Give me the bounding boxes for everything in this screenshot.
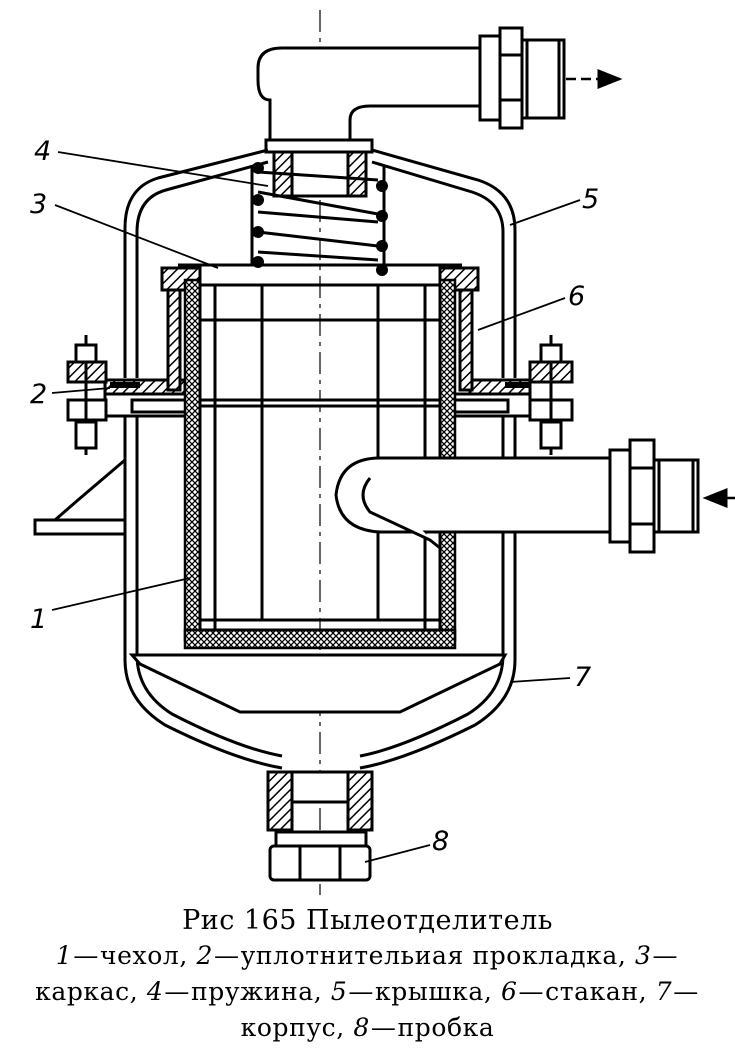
mounting-bracket xyxy=(33,458,127,536)
legend-item: 6—стакан, xyxy=(501,977,647,1006)
callout-2: 2 xyxy=(30,379,47,410)
caption-legend: 1—чехол, 2—уплотнительиая прокладка, 3—к… xyxy=(0,938,735,1046)
legend-number: 7 xyxy=(655,977,673,1006)
legend-text: уплотнительиая прокладка, xyxy=(240,941,627,970)
drain-plug xyxy=(266,770,374,882)
legend-number: 3 xyxy=(635,941,652,970)
legend-item: 2—уплотнительиая прокладка, xyxy=(196,941,626,970)
legend-dash: — xyxy=(213,941,240,970)
legend-dash: — xyxy=(73,941,99,970)
callout-3: 3 xyxy=(30,189,47,220)
legend-item: 5—крышка, xyxy=(331,977,493,1006)
legend-number: 5 xyxy=(330,977,348,1006)
legend-text: стакан, xyxy=(545,977,648,1006)
legend-dash: — xyxy=(518,977,545,1006)
cup xyxy=(130,263,510,414)
callout-6: 6 xyxy=(568,281,585,312)
bottom-baffle xyxy=(128,653,508,714)
housing-shell xyxy=(123,148,517,770)
top-fitting xyxy=(264,138,374,198)
legend-text: пружина, xyxy=(190,977,323,1006)
legend-dash: — xyxy=(164,977,190,1006)
figure-caption: Рис 165 Пылеотделитель 1—чехол, 2—уплотн… xyxy=(0,900,735,1046)
legend-text: корпус, xyxy=(240,1013,345,1042)
legend-text: чехол, xyxy=(100,941,188,970)
legend-item: 4—пружина, xyxy=(147,977,322,1006)
legend-dash: — xyxy=(652,941,679,970)
callout-1: 1 xyxy=(30,604,47,635)
legend-number: 1 xyxy=(55,941,73,970)
legend-item: 8—пробка xyxy=(353,1013,494,1042)
legend-number: 8 xyxy=(353,1013,370,1042)
legend-dash: — xyxy=(370,1013,397,1042)
legend-item: 1—чехол, xyxy=(56,941,188,970)
legend-dash: — xyxy=(673,977,699,1006)
inlet-pipe xyxy=(334,438,700,554)
legend-item: 3—каркас, xyxy=(35,941,679,1006)
leader-lines xyxy=(51,151,581,863)
legend-text: каркас, xyxy=(35,977,139,1006)
caption-title: Рис 165 Пылеотделитель xyxy=(182,905,553,936)
legend-number: 6 xyxy=(501,977,518,1006)
legend-text: крышка, xyxy=(375,977,493,1006)
callout-8: 8 xyxy=(432,826,449,857)
legend-number: 4 xyxy=(146,977,164,1006)
callout-5: 5 xyxy=(582,184,599,215)
dust-separator-drawing: 4 3 5 6 2 1 7 8 xyxy=(30,10,735,895)
legend-number: 2 xyxy=(196,941,213,970)
outlet-pipe xyxy=(256,26,566,142)
legend-item: 7—корпус, xyxy=(241,977,700,1042)
callout-4: 4 xyxy=(34,136,51,167)
callout-7: 7 xyxy=(574,662,591,693)
legend-text: пробка xyxy=(397,1013,495,1042)
legend-dash: — xyxy=(348,977,375,1006)
